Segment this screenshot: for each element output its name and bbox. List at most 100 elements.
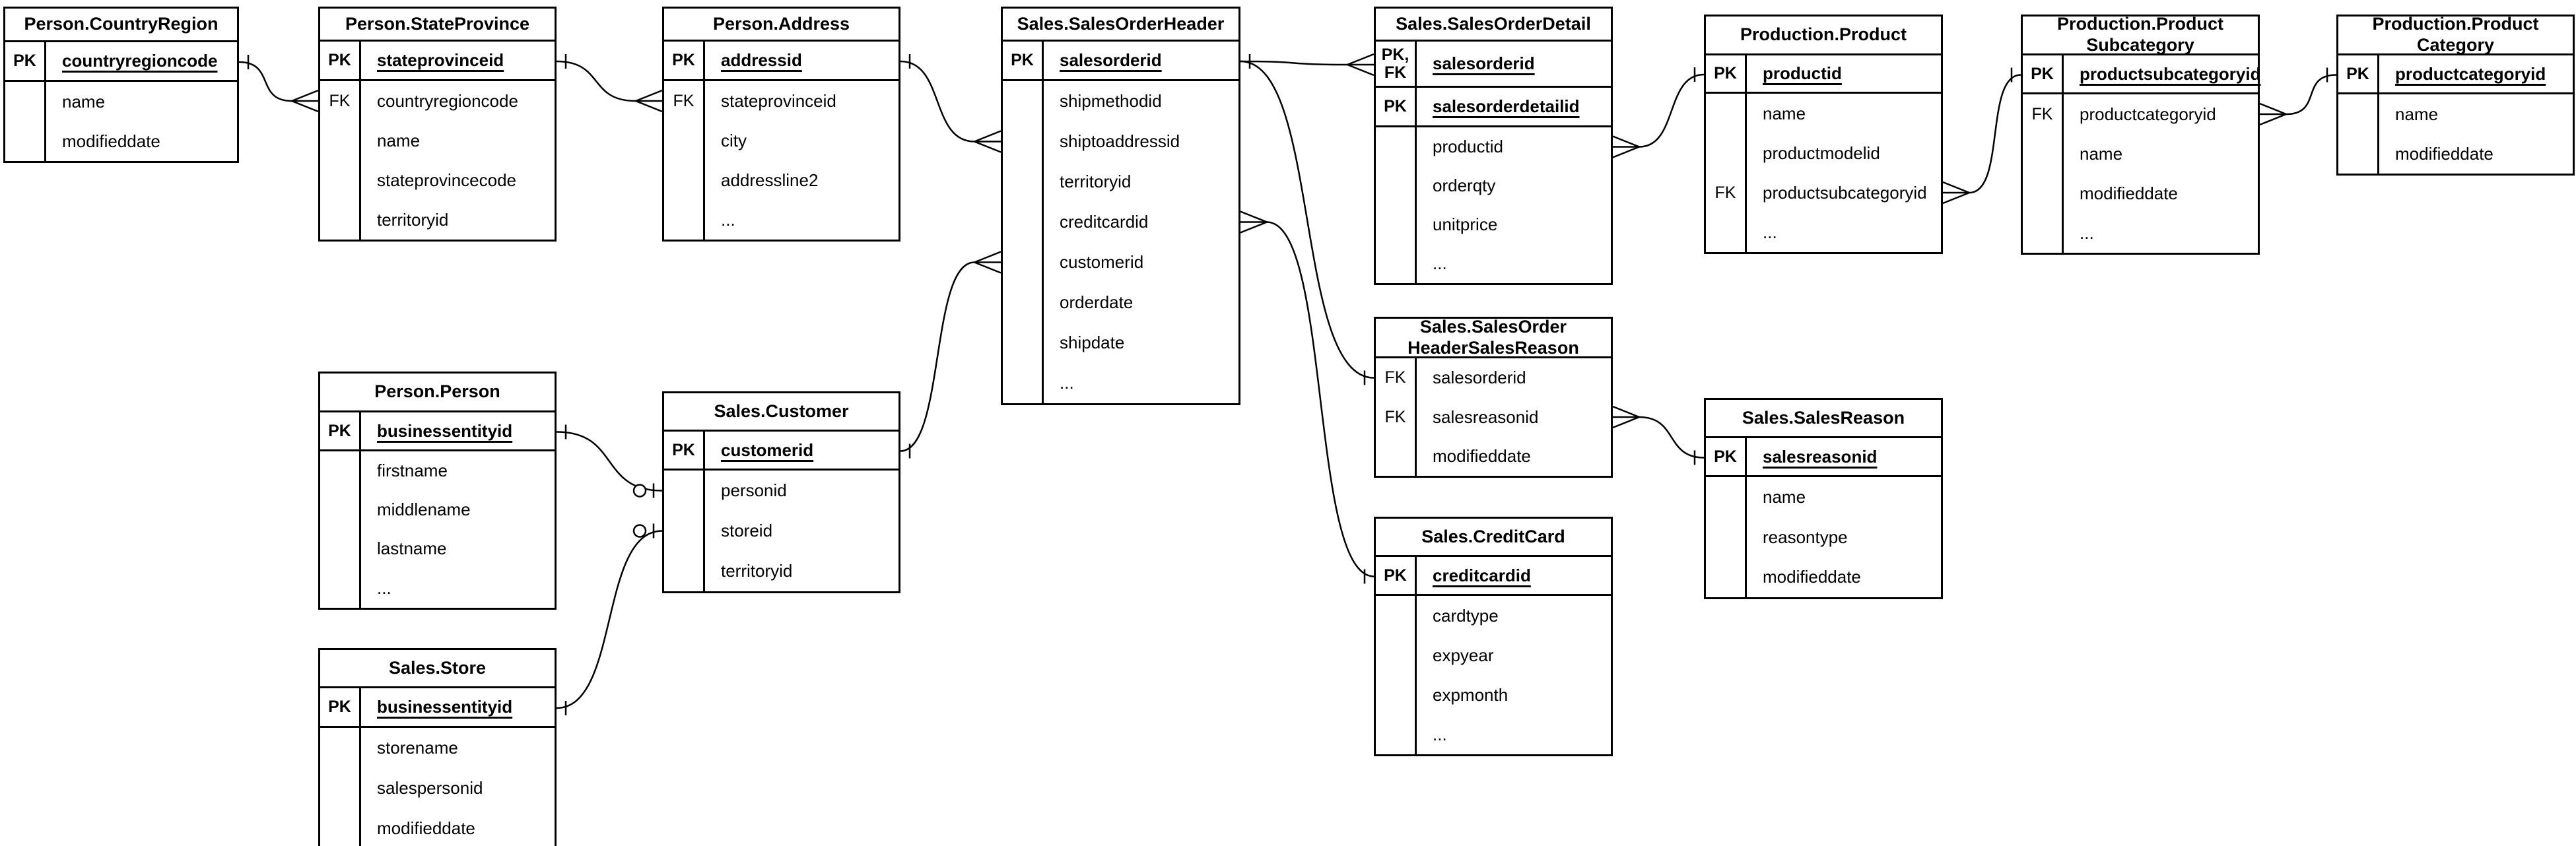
cardinality-many-crowfoot xyxy=(635,100,663,113)
relationship-country_region.countryregioncode-to-state_province.countryregioncode xyxy=(238,55,319,113)
field-name: countryregioncode xyxy=(377,90,518,111)
key-badge-empty xyxy=(320,121,361,160)
key-badge-empty xyxy=(664,160,705,200)
field-name: businessentityid xyxy=(377,420,513,441)
entity-title-line: Sales.SalesReason xyxy=(1742,407,1905,428)
entity-title-line: Person.CountryRegion xyxy=(24,14,219,34)
field-row: city xyxy=(664,121,898,160)
entity-title-line: Sales.SalesOrder xyxy=(1419,316,1567,337)
field-row: modifieddate xyxy=(2338,134,2573,174)
field-name: ... xyxy=(2080,222,2094,243)
entity-title-line: Person.Address xyxy=(712,13,850,34)
entity-title: Person.StateProvince xyxy=(320,9,555,42)
key-badge-empty xyxy=(1706,133,1747,173)
relationship-line xyxy=(900,60,975,143)
field-row: productmodelid xyxy=(1706,133,1941,173)
relationship-line xyxy=(900,261,975,452)
relationship-address.addressid-to-sales_order_header.shiptoaddressid xyxy=(900,54,1001,153)
field-row: PK customerid xyxy=(664,432,898,471)
entity-title-line: Sales.SalesOrderDetail xyxy=(1396,13,1591,34)
key-badge-empty xyxy=(320,728,361,768)
key-badge-empty xyxy=(1376,596,1417,635)
relationship-product.productsubcategoryid-to-product_subcategory.productsubcategoryid xyxy=(1942,67,2021,205)
field-name: salesreasonid xyxy=(1433,407,1539,427)
cardinality-many-crowfoot xyxy=(291,89,319,102)
field-row: personid xyxy=(664,471,898,511)
cardinality-zero-circle xyxy=(632,484,647,498)
field-name: productcategoryid xyxy=(2395,63,2546,84)
key-badge-empty xyxy=(5,121,46,161)
key-badge-empty xyxy=(320,529,361,568)
cardinality-many-crowfoot xyxy=(1612,135,1640,148)
field-row: name xyxy=(5,82,237,121)
key-badge: PK xyxy=(2023,55,2064,92)
field-row: stateprovincecode xyxy=(320,160,555,200)
key-badge-empty xyxy=(1003,363,1044,403)
relationship-product_subcategory.productcategoryid-to-product_category.productcategoryid xyxy=(2259,67,2337,126)
field-name: modifieddate xyxy=(2395,143,2493,164)
field-name: productid xyxy=(1433,137,1503,156)
field-name: salesreasonid xyxy=(1763,446,1878,467)
field-row: expyear xyxy=(1376,635,1611,675)
key-badge-empty xyxy=(664,200,705,240)
relationship-sales_order_header.creditcardid-to-credit_card.creditcardid xyxy=(1240,211,1374,584)
field-name: territoryid xyxy=(721,561,793,581)
relationship-sohsr.salesreasonid-to-sales_reason.salesreasonid xyxy=(1612,405,1705,465)
field-row: firstname xyxy=(320,451,555,490)
entity-title-line: Subcategory xyxy=(2086,35,2194,55)
entity-title: Person.Address xyxy=(664,9,898,42)
field-row: name xyxy=(2338,94,2573,134)
field-row: lastname xyxy=(320,529,555,568)
relationship-line xyxy=(1639,416,1705,459)
relationship-line xyxy=(556,530,663,709)
field-row: ... xyxy=(1706,212,1941,252)
field-row: territoryid xyxy=(1003,162,1238,202)
field-name: city xyxy=(721,130,747,150)
field-row: storeid xyxy=(664,511,898,551)
key-badge: PK, FK xyxy=(1376,42,1417,86)
key-badge: PK xyxy=(320,412,361,449)
field-name: middlename xyxy=(377,500,471,519)
entity-title-line: Person.StateProvince xyxy=(345,13,530,34)
field-name: productid xyxy=(1763,63,1842,83)
field-row: territoryid xyxy=(320,200,555,240)
cardinality-many-crowfoot xyxy=(974,251,1001,263)
relationship-line xyxy=(556,431,663,492)
field-name: name xyxy=(2080,143,2123,164)
field-name: customerid xyxy=(721,439,814,460)
field-name: personid xyxy=(721,480,787,500)
field-name: salesorderid xyxy=(1433,53,1535,73)
key-badge-empty xyxy=(1376,166,1417,205)
field-name: stateprovinceid xyxy=(721,90,836,111)
entity-title: Person.CountryRegion xyxy=(5,9,237,42)
entity-title: Sales.Customer xyxy=(664,393,898,432)
cardinality-many-crowfoot xyxy=(1942,191,1970,205)
key-badge: FK xyxy=(1376,358,1417,397)
field-row: modifieddate xyxy=(1706,557,1941,597)
key-badge: PK xyxy=(664,432,705,469)
key-badge: FK xyxy=(1376,397,1417,437)
field-name: productcategoryid xyxy=(2080,104,2216,124)
